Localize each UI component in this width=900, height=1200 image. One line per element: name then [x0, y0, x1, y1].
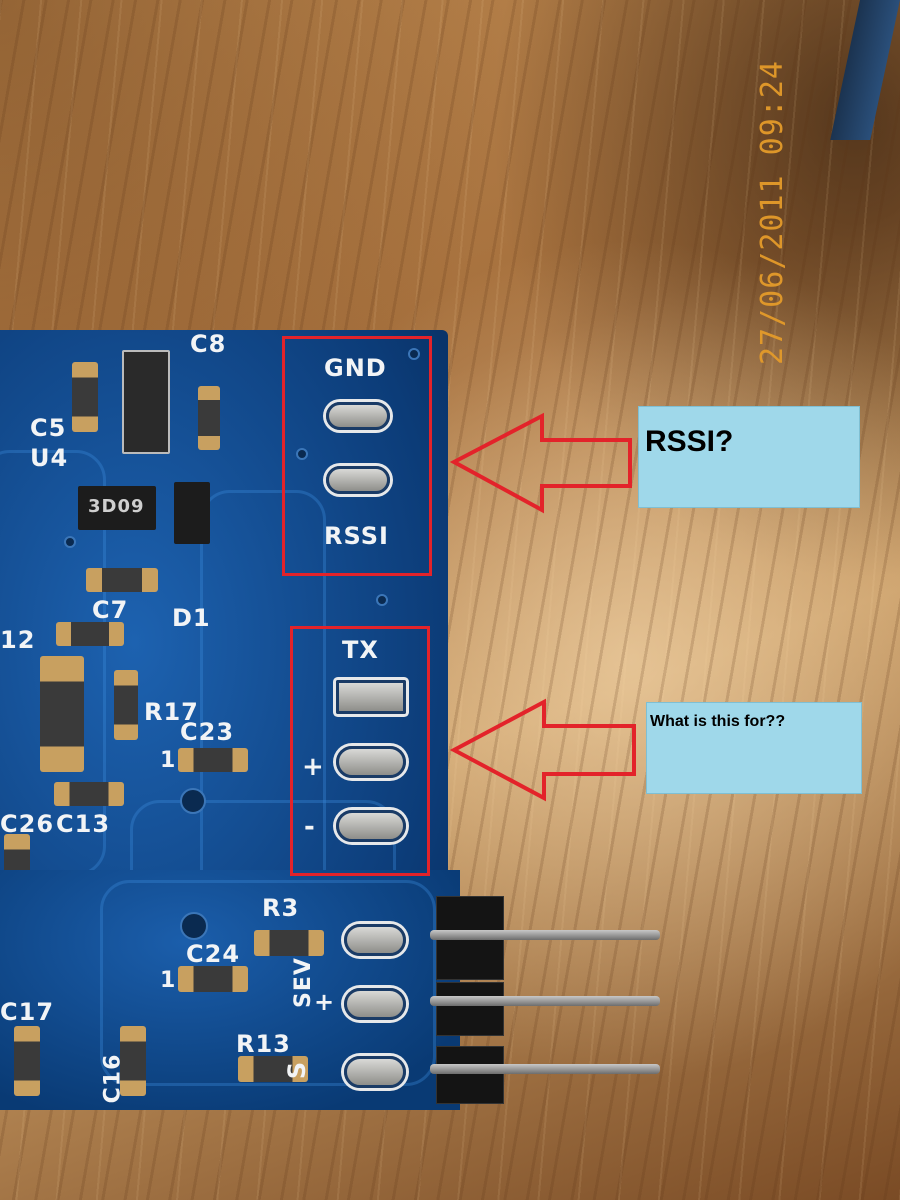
silk-one-a: 1: [160, 748, 177, 773]
tx-plus-pad: [336, 746, 406, 778]
capacitor-c8: [198, 386, 220, 450]
capacitor-c5: [72, 362, 98, 432]
header-pin: [430, 930, 660, 940]
silk-r3: R3: [262, 894, 300, 922]
silk-r17: R17: [144, 698, 199, 726]
test-point: [180, 788, 206, 814]
silk-c8: C8: [190, 330, 227, 358]
pin-header-housing: [436, 982, 504, 1036]
silk-c23: C23: [180, 718, 235, 746]
pcb-via: [296, 448, 308, 460]
rssi-arrow: [450, 412, 632, 514]
silk-d1: D1: [172, 604, 211, 632]
rssi-callout-text: RSSI?: [645, 425, 734, 458]
resistor-r17: [114, 670, 138, 740]
pcb-via: [376, 594, 388, 606]
silk-c5: C5: [30, 414, 67, 442]
capacitor-c16: [120, 1026, 146, 1096]
silk-c7: C7: [92, 596, 129, 624]
silk-s: S: [283, 1060, 312, 1080]
silk-plus: +: [314, 988, 336, 1016]
tx-callout: What is this for??: [646, 702, 862, 794]
pcb-via: [64, 536, 76, 548]
tx-plus-label: +: [302, 752, 325, 782]
capacitor-c13: [54, 782, 124, 806]
solder-joint: [344, 988, 406, 1020]
capacitor-c7: [86, 568, 158, 592]
chip-u4: 3D09: [78, 486, 156, 530]
header-pin: [430, 996, 660, 1006]
pin-header-housing: [436, 1046, 504, 1104]
gnd-pad: [326, 402, 390, 430]
tx-minus-label: -: [304, 812, 316, 842]
capacitor-c24: [178, 966, 248, 992]
silk-c16: C16: [100, 1053, 126, 1104]
silk-c17: C17: [0, 998, 55, 1026]
pcb-trace: [100, 880, 436, 1086]
tx-minus-pad: [336, 810, 406, 842]
silk-one-b: 1: [160, 968, 177, 993]
photo-timestamp: 27/06/2011 09:24: [755, 60, 790, 365]
resistor-r13: [238, 1056, 308, 1082]
rssi-pad: [326, 466, 390, 494]
tx-callout-text: What is this for??: [650, 713, 786, 730]
test-point: [180, 912, 208, 940]
rssi-pad-label: RSSI: [324, 522, 389, 550]
tx-arrow: [450, 698, 636, 802]
diode-component: [174, 482, 210, 544]
silk-sev: SEV: [290, 957, 316, 1008]
tx-label: TX: [342, 636, 379, 664]
tx-highlight-box: [290, 626, 430, 876]
silk-r12: 12: [0, 626, 36, 654]
silk-c26: C26: [0, 810, 55, 838]
solder-joint: [344, 924, 406, 956]
chip-u4-marking: 3D09: [88, 496, 145, 517]
silk-c24: C24: [186, 940, 241, 968]
inductor-component: [122, 350, 170, 454]
silk-c13: C13: [56, 810, 111, 838]
capacitor-c17: [14, 1026, 40, 1096]
rssi-highlight-box: [282, 336, 432, 576]
resistor-r3: [254, 930, 324, 956]
rssi-callout: RSSI?: [638, 406, 860, 508]
header-pin: [430, 1064, 660, 1074]
capacitor-component: [56, 622, 124, 646]
silk-r13: R13: [236, 1030, 291, 1058]
silk-u4: U4: [30, 444, 69, 472]
pcb-via: [408, 348, 420, 360]
capacitor-c23: [178, 748, 248, 772]
inductor-lower: [40, 656, 84, 772]
gnd-label: GND: [324, 354, 387, 382]
solder-joint: [344, 1056, 406, 1088]
tx-signal-pad: [336, 680, 406, 714]
